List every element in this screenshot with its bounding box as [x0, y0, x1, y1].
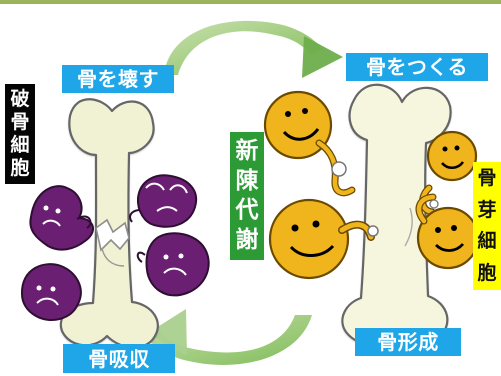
turnover-label-char-1: 新: [235, 138, 259, 164]
osteoblast-label-char-2: 芽: [477, 198, 497, 221]
osteoblast-label: 骨 芽 細 胞: [473, 162, 501, 290]
top-cycle-arrow-body: [164, 20, 323, 75]
resorbing-bone: [59, 98, 159, 349]
osteoclast-label: 破 骨 細 胞: [5, 84, 35, 184]
osteoblast-cell-bottom-left: [268, 198, 379, 280]
osteoclast-cell-bottom-left: [20, 263, 82, 321]
osteoblast-label-char-1: 骨: [477, 167, 497, 189]
formation-label: 骨形成: [355, 328, 461, 356]
resorption-label: 骨吸収: [63, 344, 175, 373]
osteoclast-cell-top-left: [29, 185, 94, 251]
bottom-cycle-arrow-head: [148, 309, 187, 356]
osteoclast-cell-bottom-right: [136, 232, 210, 297]
osteoblast-cell-bottom-right: [415, 193, 480, 270]
turnover-label-char-4: 謝: [235, 226, 259, 253]
osteoclast-label-char-4: 胞: [10, 157, 30, 179]
break-bone-label: 骨を壊す: [62, 65, 174, 93]
osteoblast-cell-top-left: [263, 90, 356, 197]
top-rule: [0, 0, 501, 4]
bottom-cycle-arrow: [143, 309, 312, 365]
top-cycle-arrow-head: [302, 36, 343, 78]
make-bone-label: 骨をつくる: [346, 53, 488, 81]
osteoclast-label-char-3: 細: [10, 134, 30, 156]
turnover-label-char-2: 陳: [235, 167, 259, 194]
osteoblast-label-char-3: 細: [477, 230, 497, 253]
osteoclast-cell-top-right: [129, 174, 198, 228]
top-cycle-arrow: [164, 20, 343, 78]
turnover-label: 新 陳 代 謝: [230, 132, 264, 260]
turnover-label-char-3: 代: [235, 197, 259, 224]
osteoclast-label-char-2: 骨: [10, 111, 30, 133]
osteoclast-label-char-1: 破: [10, 88, 30, 110]
osteoblast-label-char-4: 胞: [477, 261, 497, 284]
